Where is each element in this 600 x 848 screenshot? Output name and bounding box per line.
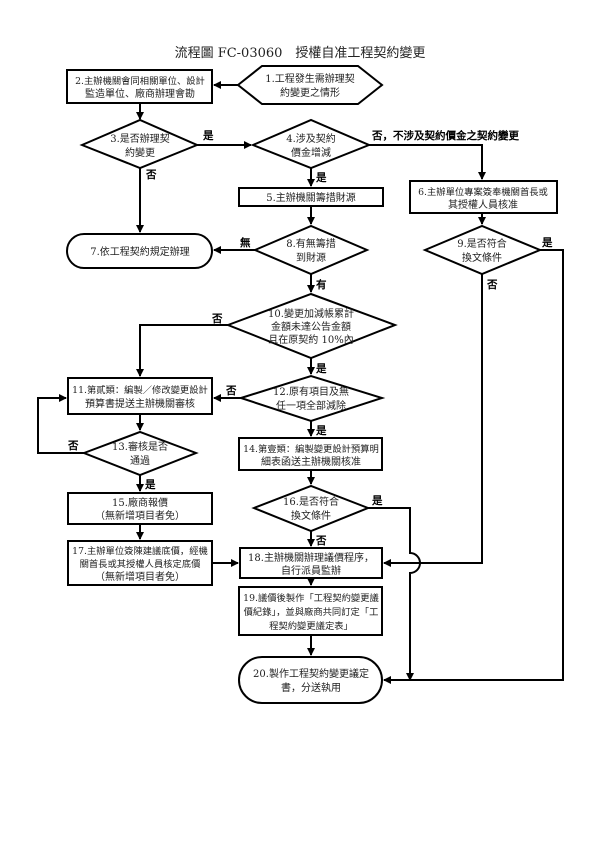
svg-text:預算書提送主辦機關審核: 預算書提送主辦機關審核 bbox=[85, 397, 195, 410]
edge-9-18 bbox=[383, 274, 483, 567]
page-title: 流程圖 FC-03060 授權自准工程契約變更 bbox=[175, 45, 426, 61]
edge-label: 否 bbox=[315, 535, 327, 547]
edge-label: 否 bbox=[225, 385, 237, 397]
edge-label: 無 bbox=[240, 236, 251, 249]
node-17: 17.主辦單位簽陳建議底價，經機 關首長或其授權人員核定底價 （無新增項目者免） bbox=[67, 540, 213, 586]
svg-text:9.是否符合: 9.是否符合 bbox=[457, 237, 507, 250]
node-13: 13.審核是否 通過 bbox=[81, 430, 199, 477]
edge-label: 否 bbox=[211, 313, 223, 325]
svg-text:價紀錄」，並與廠商共同訂定「工: 價紀錄」，並與廠商共同訂定「工 bbox=[244, 606, 379, 618]
svg-text:換文條件: 換文條件 bbox=[291, 509, 331, 522]
edge-label: 是 bbox=[315, 363, 327, 375]
node-10: 10.變更加減帳累計 金額未達公告金額 且在原契約 10%內 bbox=[225, 292, 398, 360]
svg-text:13.審核是否: 13.審核是否 bbox=[112, 440, 168, 453]
svg-text:6.主辦單位專案簽奉機關首長或: 6.主辦單位專案簽奉機關首長或 bbox=[418, 186, 548, 198]
svg-text:自行派員監辦: 自行派員監辦 bbox=[281, 564, 341, 577]
svg-text:價金增減: 價金增減 bbox=[291, 146, 331, 159]
connectors bbox=[37, 81, 564, 684]
svg-text:12.原有項目及無: 12.原有項目及無 bbox=[273, 385, 349, 398]
svg-text:11.第貳類：編製／修改變更設計: 11.第貳類：編製／修改變更設計 bbox=[72, 384, 208, 396]
svg-text:3.是否辦理契: 3.是否辦理契 bbox=[110, 132, 170, 145]
node-8: 8.有無籌措 到財源 bbox=[252, 224, 370, 276]
svg-text:14.第壹類：編製變更設計預算明: 14.第壹類：編製變更設計預算明 bbox=[243, 443, 379, 455]
edge-labels: 是 否 否，不涉及契約價金之契約變更 是 無 有 是 否 否 是 否 是 否 是… bbox=[67, 129, 553, 547]
node-19: 19.議價後製作「工程契約變更議 價紀錄」，並與廠商共同訂定「工 程契約變更議定… bbox=[238, 586, 383, 636]
node-2: 2.主辦機關會同相關單位、設計 監造單位、廠商辦理會勘 bbox=[66, 69, 213, 104]
svg-text:8.有無籌措: 8.有無籌措 bbox=[286, 237, 336, 250]
svg-text:7.依工程契約規定辦理: 7.依工程契約規定辦理 bbox=[90, 245, 190, 258]
edge-16-20 bbox=[368, 507, 421, 681]
node-1: 1.工程發生需辦理契 約變更之情形 bbox=[236, 65, 384, 105]
svg-text:通過: 通過 bbox=[130, 455, 150, 467]
svg-text:到財源: 到財源 bbox=[296, 251, 326, 264]
svg-text:2.主辦機關會同相關單位、設計: 2.主辦機關會同相關單位、設計 bbox=[75, 75, 205, 87]
svg-text:約變更之情形: 約變更之情形 bbox=[280, 86, 340, 99]
edge-label: 否 bbox=[67, 440, 79, 452]
svg-text:16.是否符合: 16.是否符合 bbox=[283, 495, 339, 508]
edge-4-6 bbox=[369, 144, 486, 180]
svg-text:（無新增項目者免）: （無新增項目者免） bbox=[95, 570, 185, 583]
svg-text:17.主辦單位簽陳建議底價，經機: 17.主辦單位簽陳建議底價，經機 bbox=[72, 545, 208, 557]
node-20: 20.製作工程契約變更議定 書，分送執用 bbox=[238, 656, 383, 704]
node-3: 3.是否辦理契 約變更 bbox=[79, 118, 200, 170]
edge-label: 是 bbox=[315, 425, 327, 437]
svg-text:且在原契約 10%內: 且在原契約 10%內 bbox=[268, 333, 353, 346]
svg-text:19.議價後製作「工程契約變更議: 19.議價後製作「工程契約變更議 bbox=[243, 592, 379, 604]
edge-13-11 bbox=[37, 394, 84, 454]
svg-text:監造單位、廠商辦理會勘: 監造單位、廠商辦理會勘 bbox=[85, 87, 195, 100]
svg-text:1.工程發生需辦理契: 1.工程發生需辦理契 bbox=[265, 72, 355, 85]
svg-text:任一項全部減除: 任一項全部減除 bbox=[276, 399, 346, 412]
edge-label: 否 bbox=[145, 169, 157, 181]
svg-text:換文條件: 換文條件 bbox=[462, 251, 502, 264]
node-18: 18.主辦機關辦理議價程序， 自行派員監辦 bbox=[239, 547, 383, 579]
node-9: 9.是否符合 換文條件 bbox=[422, 224, 543, 276]
node-11: 11.第貳類：編製／修改變更設計 預算書提送主辦機關審核 bbox=[67, 377, 213, 415]
svg-text:細表函送主辦機關核准: 細表函送主辦機關核准 bbox=[261, 455, 361, 468]
svg-text:關首長或其授權人員核定底價: 關首長或其授權人員核定底價 bbox=[80, 558, 201, 570]
node-4: 4.涉及契約 價金增減 bbox=[250, 118, 372, 170]
edge-label: 是 bbox=[144, 479, 156, 491]
node-16: 16.是否符合 換文條件 bbox=[251, 484, 371, 533]
svg-text:約變更: 約變更 bbox=[125, 146, 155, 159]
node-7: 7.依工程契約規定辦理 bbox=[66, 233, 213, 269]
node-12: 12.原有項目及無 任一項全部減除 bbox=[237, 374, 386, 423]
svg-text:程契約變更議定表」: 程契約變更議定表」 bbox=[269, 620, 353, 632]
edge-label: 有 bbox=[316, 278, 327, 291]
svg-text:書，分送執用: 書，分送執用 bbox=[281, 681, 341, 694]
edge-label: 是 bbox=[371, 495, 383, 507]
edge-label: 是 bbox=[202, 130, 214, 142]
svg-text:10.變更加減帳累計: 10.變更加減帳累計 bbox=[268, 307, 354, 320]
svg-text:20.製作工程契約變更議定: 20.製作工程契約變更議定 bbox=[253, 667, 369, 680]
edge-label: 否 bbox=[486, 279, 498, 291]
svg-text:5.主辦機關籌措財源: 5.主辦機關籌措財源 bbox=[266, 191, 356, 204]
edge-label: 否，不涉及契約價金之契約變更 bbox=[371, 129, 519, 142]
svg-text:15.廠商報價: 15.廠商報價 bbox=[112, 496, 168, 509]
edge-9-20 bbox=[383, 249, 564, 684]
node-5: 5.主辦機關籌措財源 bbox=[238, 187, 384, 207]
svg-text:其授權人員核准: 其授權人員核准 bbox=[448, 198, 518, 211]
svg-text:（無新增項目者免）: （無新增項目者免） bbox=[95, 509, 185, 522]
svg-text:4.涉及契約: 4.涉及契約 bbox=[286, 132, 336, 145]
edge-label: 是 bbox=[315, 172, 327, 184]
edge-10-11 bbox=[136, 324, 228, 377]
node-6: 6.主辦單位專案簽奉機關首長或 其授權人員核准 bbox=[409, 180, 558, 214]
node-14: 14.第壹類：編製變更設計預算明 細表函送主辦機關核准 bbox=[238, 437, 383, 471]
node-15: 15.廠商報價 （無新增項目者免） bbox=[67, 492, 213, 525]
edge-label: 是 bbox=[541, 237, 553, 249]
svg-text:金額未達公告金額: 金額未達公告金額 bbox=[271, 320, 351, 333]
svg-text:18.主辦機關辦理議價程序，: 18.主辦機關辦理議價程序， bbox=[248, 551, 374, 564]
